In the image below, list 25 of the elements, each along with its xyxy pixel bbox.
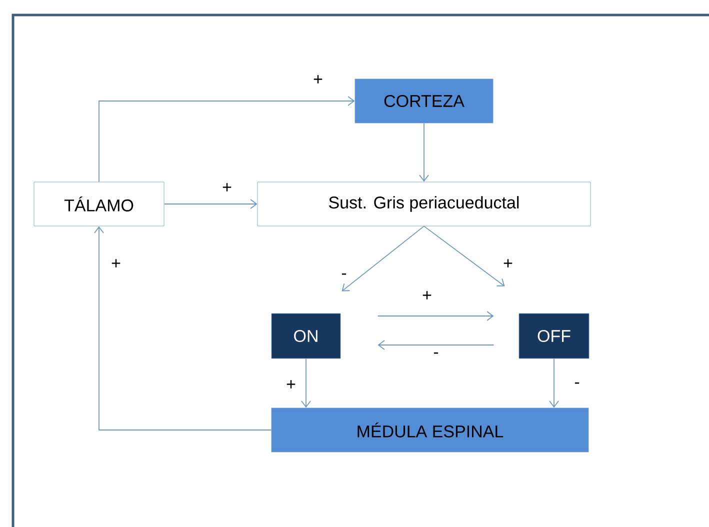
- process-box: Sust. Gris periacueductal: [257, 182, 591, 226]
- edge-label: +: [110, 258, 122, 270]
- arrow: [301, 358, 311, 408]
- process-box: MÉDULA ESPINAL: [271, 408, 589, 452]
- process-box: OFF: [518, 313, 590, 359]
- process-box: TÁLAMO: [34, 182, 164, 226]
- arrow: [98, 96, 355, 182]
- process-box: CORTEZA: [354, 78, 494, 124]
- process-box: ON: [271, 313, 341, 359]
- edge-label: +: [421, 290, 433, 302]
- edge-label: +: [285, 379, 297, 391]
- edge-label: -: [573, 381, 581, 389]
- arrow: [424, 226, 505, 286]
- arrow: [164, 199, 258, 209]
- arrow: [378, 340, 494, 350]
- edge-label: +: [502, 258, 514, 270]
- arrow: [94, 226, 272, 430]
- edge-label: -: [340, 272, 348, 280]
- arrow: [549, 358, 559, 408]
- arrow: [377, 311, 494, 321]
- edge-label: -: [432, 351, 440, 359]
- edge-label: +: [312, 74, 324, 86]
- arrow: [419, 122, 429, 182]
- edge-label: +: [221, 182, 233, 194]
- arrow: [342, 226, 424, 292]
